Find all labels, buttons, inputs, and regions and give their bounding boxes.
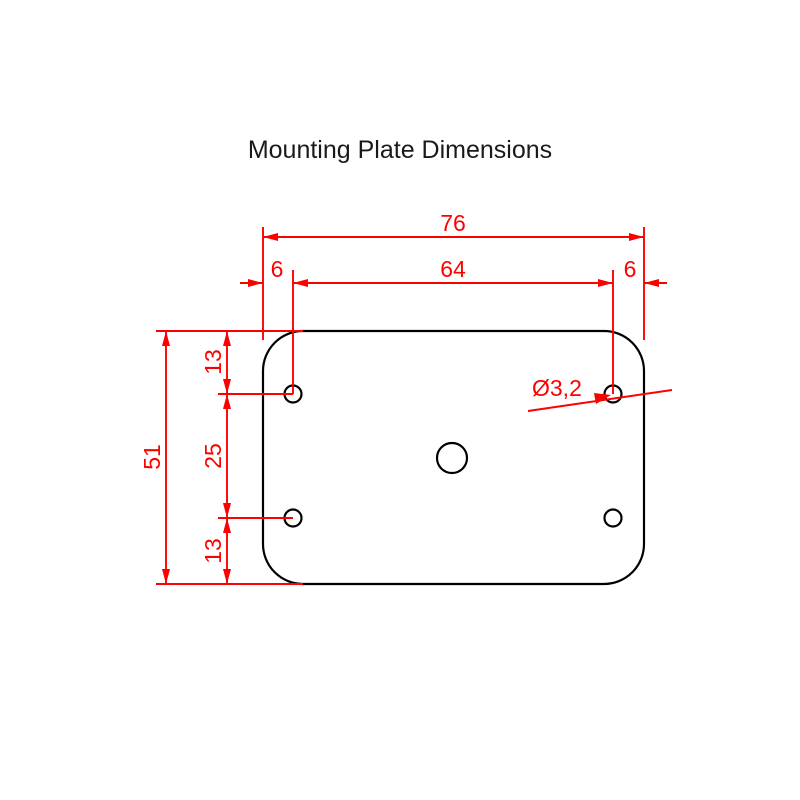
plate-outline-group xyxy=(261,329,646,586)
dim-label-hole-spacing-vertical: 25 xyxy=(200,443,226,469)
dimension-edge-offset-right: 6 xyxy=(624,256,667,287)
dim-label-overall-height: 51 xyxy=(139,444,165,470)
dim-label-hole-diameter: Ø3,2 xyxy=(532,375,582,401)
arrow-bottom-25 xyxy=(223,503,231,518)
dim-label-overall-width: 76 xyxy=(440,210,466,236)
arrow-left-76 xyxy=(263,233,278,241)
drawing-title: Mounting Plate Dimensions xyxy=(248,136,552,164)
arrow-top-13-upper xyxy=(223,331,231,346)
plate-outline xyxy=(261,329,646,586)
dimension-hole-spacing-vertical: 25 xyxy=(200,394,231,518)
arrow-6-left xyxy=(248,279,263,287)
dimension-overall-height: 51 xyxy=(139,331,170,584)
arrow-bottom-13-upper xyxy=(223,518,231,533)
hole-center xyxy=(435,441,469,475)
dim-label-edge-offset-bottom: 13 xyxy=(200,538,226,564)
arrow-diameter-leader xyxy=(594,393,611,404)
dimension-hole-diameter: Ø3,2 xyxy=(527,375,673,412)
holes-group xyxy=(283,384,623,528)
arrow-top-13-lower xyxy=(223,379,231,394)
dimension-hole-spacing-horizontal: 64 xyxy=(293,256,613,287)
dimension-edge-offset-bottom: 13 xyxy=(200,518,231,584)
arrow-top-25 xyxy=(223,394,231,409)
arrow-right-76 xyxy=(629,233,644,241)
arrow-left-64 xyxy=(293,279,308,287)
extension-lines-top xyxy=(262,227,645,394)
arrow-right-64 xyxy=(598,279,613,287)
dim-label-edge-offset-right: 6 xyxy=(624,256,637,282)
arrow-6-right xyxy=(644,279,659,287)
dim-label-edge-offset-top: 13 xyxy=(200,349,226,375)
arrow-bottom-13-lower xyxy=(223,569,231,584)
dimension-edge-offset-left: 6 xyxy=(240,256,283,287)
dim-label-edge-offset-left: 6 xyxy=(271,256,284,282)
dimension-overall-width: 76 xyxy=(263,210,644,241)
dimension-edge-offset-top: 13 xyxy=(200,331,231,394)
arrow-bottom-51 xyxy=(162,569,170,584)
hole-bottom-right xyxy=(603,508,623,528)
arrow-top-51 xyxy=(162,331,170,346)
dim-label-hole-spacing-horizontal: 64 xyxy=(440,256,466,282)
extension-lines-left xyxy=(156,330,303,585)
